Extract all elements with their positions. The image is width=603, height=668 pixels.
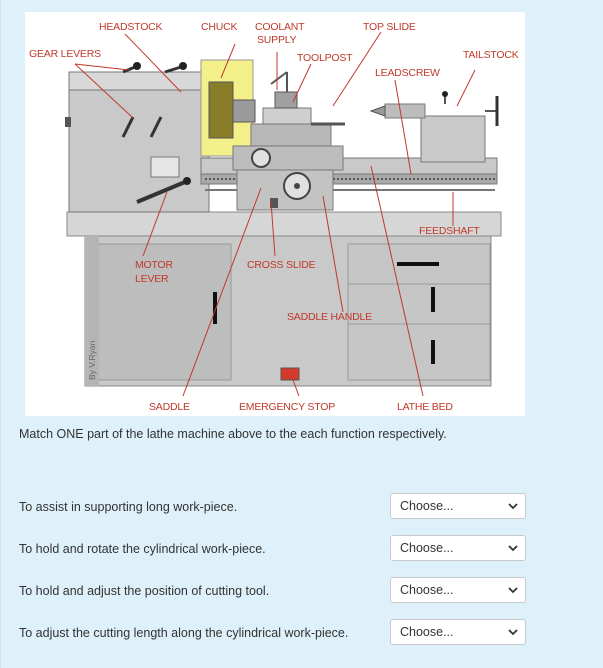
match-question-1: To assist in supporting long work-piece. [19,500,238,514]
headstock-top [68,71,210,91]
label-coolant-supply: SUPPLY [257,34,297,46]
select-value: Choose... [400,499,454,513]
workpiece [232,99,256,123]
gear-plate [150,156,180,178]
headstock-switch [65,117,71,127]
chevron-down-icon [508,503,518,510]
gear-lever-4 [149,116,163,138]
label-lathe-bed: LATHE BED [397,401,453,413]
select-value: Choose... [400,541,454,555]
select-value: Choose... [400,583,454,597]
label-tailstock: TAILSTOCK [463,49,519,61]
label-saddle-handle: SADDLE HANDLE [287,311,372,323]
chevron-down-icon [508,545,518,552]
label-saddle: SADDLE [149,401,190,413]
lathe-illustration: HEADSTOCK CHUCK COOLANT SUPPLY TOP SLIDE… [29,21,519,413]
gear-knob-1 [133,62,141,70]
gear-lever-2 [164,65,182,74]
label-top-slide: TOP SLIDE [363,21,416,33]
emergency-stop-button [280,367,300,381]
tailstock-quill [384,103,426,119]
saddle [232,145,344,171]
question-prompt: Match ONE part of the lathe machine abov… [19,427,447,441]
coolant-nozzle [270,71,288,85]
drawer-2 [347,283,491,325]
credit-text: By V.Ryan [87,340,97,380]
label-motor: MOTOR [135,259,174,271]
gear-knob-2 [179,62,187,70]
label-toolpost: TOOLPOST [297,52,353,64]
leader-lines [74,31,476,397]
saddle-lock [270,198,278,208]
tailstock-centre [369,105,386,117]
answer-select-1[interactable]: Choose... [390,493,526,519]
label-cross-slide: CROSS SLIDE [247,259,316,271]
label-chuck: CHUCK [201,21,238,33]
match-question-4: To adjust the cutting length along the c… [19,626,349,640]
label-emergency-stop: EMERGENCY STOP [239,401,335,413]
match-question-3: To hold and adjust the position of cutti… [19,584,270,598]
handwheel-hub [294,183,300,189]
cabinet-side [85,236,99,386]
answer-select-3[interactable]: Choose... [390,577,526,603]
chevron-down-icon [508,587,518,594]
tailstock-body [420,115,486,163]
select-value: Choose... [400,625,454,639]
match-row: To hold and rotate the cylindrical work-… [19,535,587,563]
motor-lever-knob [183,177,191,185]
cross-slide [250,123,332,147]
match-row: To assist in supporting long work-piece.… [19,493,587,521]
answer-select-2[interactable]: Choose... [390,535,526,561]
gear-lever-3 [121,116,135,138]
tailstock-lock-knob [442,91,448,97]
match-question-2: To hold and rotate the cylindrical work-… [19,542,266,556]
match-row: To hold and adjust the position of cutti… [19,577,587,605]
lathe-diagram: HEADSTOCK CHUCK COOLANT SUPPLY TOP SLIDE… [25,12,525,416]
headstock-body [68,71,210,213]
match-row: To adjust the cutting length along the c… [19,619,587,647]
drawer-3 [347,323,491,381]
label-coolant: COOLANT [255,21,305,33]
label-leadscrew: LEADSCREW [375,67,440,79]
label-feedshaft: FEEDSHAFT [419,225,480,237]
label-headstock: HEADSTOCK [99,21,163,33]
cabinet-door [90,243,232,381]
label-gear-levers: GEAR LEVERS [29,48,101,60]
motor-lever [136,180,186,204]
label-motor-lever: LEVER [135,273,169,285]
bed-top [66,211,502,237]
top-slide [262,107,312,125]
chevron-down-icon [508,629,518,636]
chuck [208,81,234,139]
answer-select-4[interactable]: Choose... [390,619,526,645]
cross-slide-wheel [251,148,271,168]
